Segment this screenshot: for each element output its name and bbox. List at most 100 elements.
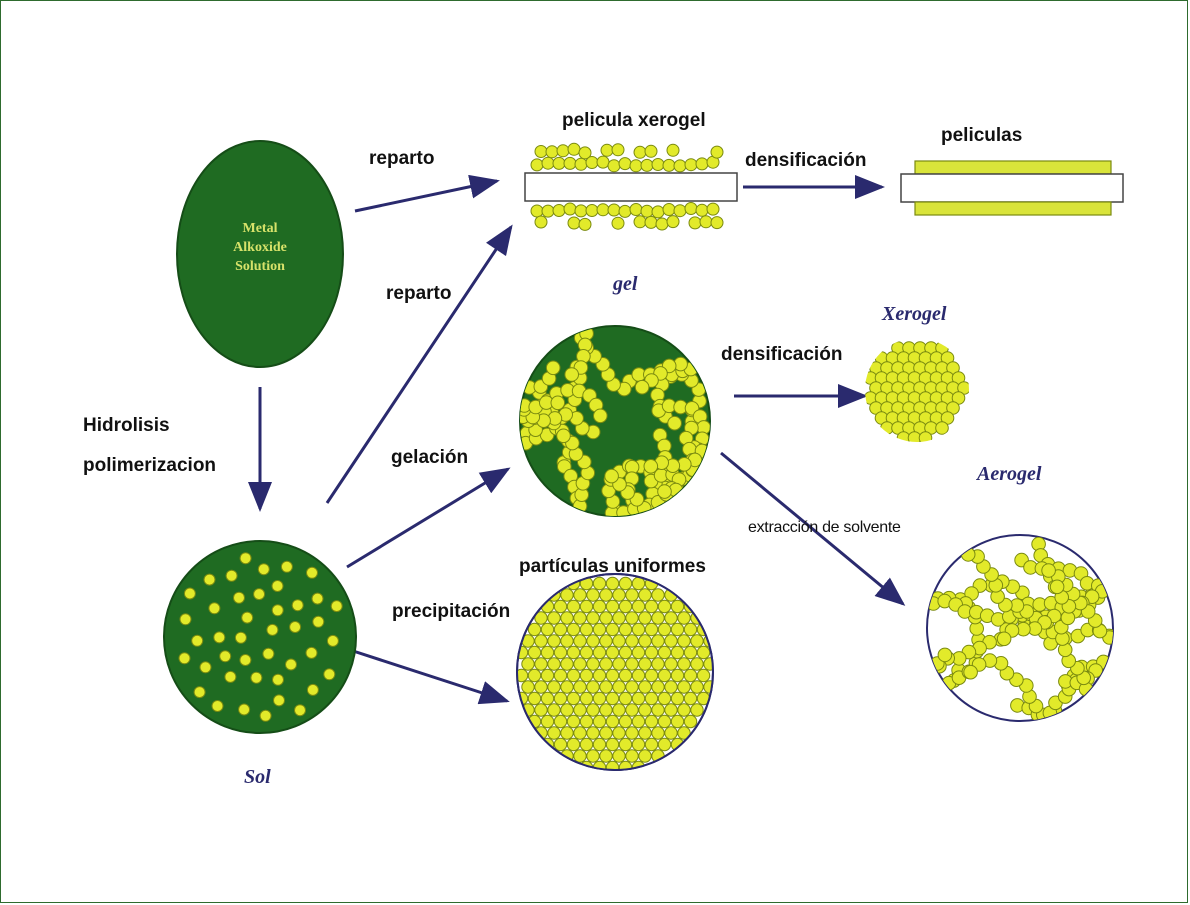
uniform-particle <box>567 669 579 681</box>
label-gel: gel <box>612 273 638 295</box>
uniform-particle <box>645 623 657 635</box>
film-particle <box>667 216 679 228</box>
sol-label: Sol <box>244 766 271 788</box>
uniform-particle <box>671 646 683 658</box>
uniform-particle <box>567 623 579 635</box>
uniform-particle <box>639 681 651 693</box>
uniform-particle <box>600 658 612 670</box>
uniform-particle <box>522 658 534 670</box>
uniform-particle <box>613 727 625 739</box>
uniform-particle <box>671 692 683 704</box>
uniform-particle <box>652 589 664 601</box>
uniform-particle <box>665 635 677 647</box>
uniform-particle <box>645 738 657 750</box>
uniform-particle <box>684 669 696 681</box>
uniform-particle <box>613 635 625 647</box>
uniform-particle <box>613 681 625 693</box>
uniform-particle <box>574 589 586 601</box>
uniform-particle <box>567 600 579 612</box>
label-peliculas: peliculas <box>941 125 1022 146</box>
uniform-particle <box>593 577 605 589</box>
uniform-particle <box>606 646 618 658</box>
film-particle <box>630 160 642 172</box>
uniform-particle <box>665 704 677 716</box>
uniform-particle <box>645 600 657 612</box>
uniform-particle <box>613 704 625 716</box>
uniform-particle <box>561 681 573 693</box>
uniform-particle <box>626 589 638 601</box>
gel-particle <box>594 409 608 423</box>
uniform-particle <box>548 727 560 739</box>
film-particle <box>597 156 609 168</box>
uniform-particle <box>561 727 573 739</box>
film-particle <box>689 217 701 229</box>
film-particles-top <box>531 143 723 172</box>
uniform-particle <box>561 635 573 647</box>
film-particle <box>531 205 543 217</box>
film-particles-bottom <box>531 203 723 231</box>
sol-particle <box>251 672 262 683</box>
uniform-particle <box>600 681 612 693</box>
uniform-particle <box>593 669 605 681</box>
film-particle <box>711 217 723 229</box>
uniform-particle <box>619 738 631 750</box>
solution-label-line-3: Solution <box>235 259 285 274</box>
uniform-particle <box>671 715 683 727</box>
uniform-particle <box>626 727 638 739</box>
arrow-solution-to-film <box>355 181 497 211</box>
sol-particle <box>200 662 211 673</box>
node-metal-alkoxide-solution: Metal Alkoxide Solution <box>177 141 343 367</box>
uniform-particle <box>684 623 696 635</box>
film-particle <box>656 218 668 230</box>
sol-particle <box>306 647 317 658</box>
uniform-particle <box>665 612 677 624</box>
uniform-particle <box>639 635 651 647</box>
uniform-particle <box>613 658 625 670</box>
uniform-particle <box>697 646 709 658</box>
uniform-particle <box>528 646 540 658</box>
film-particle <box>696 204 708 216</box>
gel-particle <box>551 396 565 410</box>
aerogel-particle <box>1042 564 1056 578</box>
uniform-particle <box>580 715 592 727</box>
uniform-particle <box>678 635 690 647</box>
label-pelicula-xerogel: pelicula xerogel <box>562 110 706 131</box>
uniform-particle <box>684 646 696 658</box>
uniform-particle <box>567 715 579 727</box>
film-particle <box>645 145 657 157</box>
uniform-particle <box>528 669 540 681</box>
node-gel <box>516 326 710 520</box>
uniform-particle <box>619 692 631 704</box>
film-particle <box>630 204 642 216</box>
aerogel-particle <box>964 665 978 679</box>
sol-particle <box>281 561 292 572</box>
film-particle <box>568 143 580 155</box>
uniform-particle <box>632 646 644 658</box>
node-peliculas <box>901 161 1123 215</box>
peliculas-bottom-layer <box>915 202 1111 215</box>
film-particle <box>612 217 624 229</box>
uniform-particle <box>613 750 625 762</box>
uniform-particle <box>600 704 612 716</box>
sol-particle <box>263 648 274 659</box>
uniform-particle <box>606 692 618 704</box>
film-particle <box>674 160 686 172</box>
uniform-particle <box>593 738 605 750</box>
uniform-particle <box>554 692 566 704</box>
uniform-particle <box>652 658 664 670</box>
uniform-particle <box>652 681 664 693</box>
gel-particle <box>557 429 571 443</box>
uniform-particle <box>678 612 690 624</box>
label-precipitacion: precipitación <box>392 601 510 622</box>
uniform-particle <box>658 715 670 727</box>
film-particle <box>586 157 598 169</box>
film-particle <box>663 159 675 171</box>
sol-particle <box>242 612 253 623</box>
node-pelicula-xerogel <box>525 143 737 230</box>
film-particle <box>641 205 653 217</box>
sol-particle <box>258 564 269 575</box>
uniform-particle <box>515 646 527 658</box>
uniform-particle <box>671 600 683 612</box>
arrow-sol-to-uniform <box>347 649 507 701</box>
